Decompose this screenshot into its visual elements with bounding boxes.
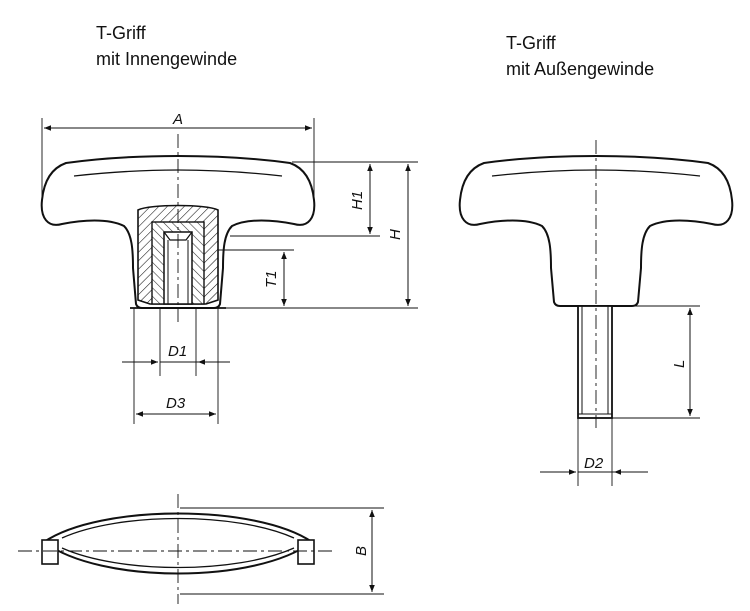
view-internal-thread	[40, 118, 418, 424]
knob-outline-internal	[40, 154, 316, 309]
title-external-thread: T-Griff mit Außengewinde	[506, 30, 654, 82]
label-D3: D3	[166, 395, 186, 412]
label-L: L	[671, 360, 688, 368]
title-external-line-1: T-Griff	[506, 33, 556, 53]
title-internal-line-1: T-Griff	[96, 23, 146, 43]
title-internal-line-2: mit Innengewinde	[96, 49, 238, 69]
label-B: B	[353, 546, 370, 556]
label-H1: H1	[349, 191, 366, 210]
knob-outline-external	[458, 154, 734, 307]
label-D1: D1	[168, 343, 187, 360]
title-internal-thread: T-Griff mit Innengewinde	[96, 20, 237, 72]
view-external-thread	[458, 140, 734, 486]
label-T1: T1	[263, 270, 280, 288]
label-H: H	[387, 229, 404, 240]
title-external-line-2: mit Außengewinde	[506, 59, 655, 79]
label-A: A	[172, 111, 183, 128]
view-top	[18, 494, 384, 604]
threaded-stud	[577, 305, 613, 419]
label-D2: D2	[584, 455, 604, 472]
